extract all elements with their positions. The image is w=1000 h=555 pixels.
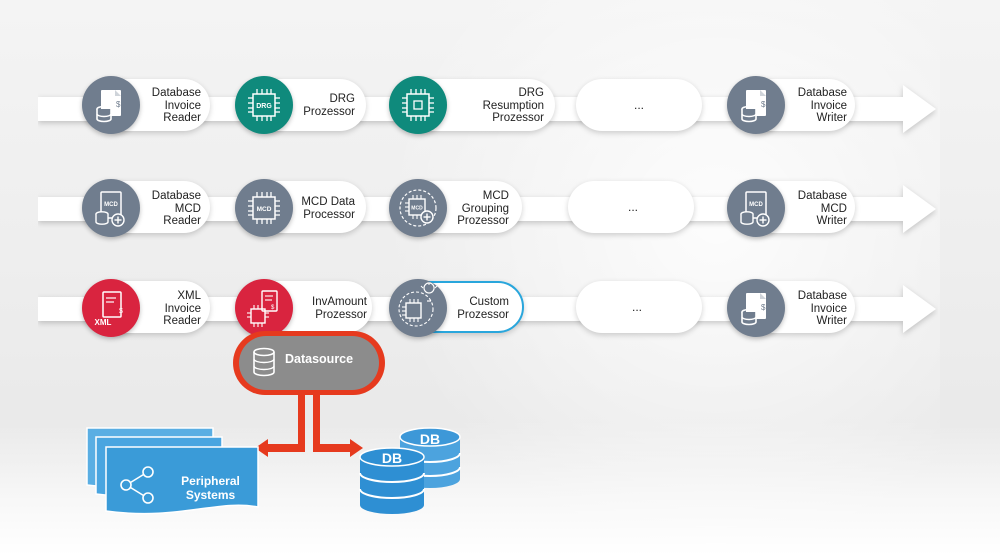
- database-invoice-icon[interactable]: $: [727, 76, 785, 134]
- step-label: DRG Resumption Prozessor: [482, 87, 544, 124]
- database-mcd-icon[interactable]: MCD: [82, 179, 140, 237]
- database-invoice-icon[interactable]: $: [727, 279, 785, 337]
- peripheral-systems-stack: [86, 427, 259, 515]
- badge-text: MCD: [749, 202, 763, 208]
- chip-icon[interactable]: [389, 76, 447, 134]
- badge-text: MCD: [257, 206, 272, 213]
- step-label: InvAmount Prozessor: [312, 296, 367, 321]
- database-front-icon: DB: [359, 447, 425, 514]
- database-icon: [253, 347, 275, 377]
- pipeline-row-3: $ XML XML Invoice Reader $ InvAmount Proz…: [0, 269, 1000, 349]
- step-label: Database Invoice Reader: [151, 87, 201, 124]
- badge-text: DRG: [256, 103, 272, 110]
- step-label: MCD Grouping Prozessor: [457, 190, 509, 227]
- database-mcd-icon[interactable]: MCD: [727, 179, 785, 237]
- step-label: MCD Data Processor: [301, 196, 355, 221]
- step-pill[interactable]: [576, 79, 702, 131]
- badge-text: MCD: [104, 202, 118, 208]
- pipeline-row-1: $ Database Invoice Reader DRG DRG Prozes…: [0, 65, 1000, 145]
- mcd-grouping-icon[interactable]: MCD: [389, 179, 447, 237]
- ellipsis-label: ...: [632, 300, 643, 314]
- svg-text:$: $: [116, 100, 121, 109]
- step-label: Database Invoice Writer: [797, 87, 847, 124]
- datasource-label: Datasource: [285, 352, 354, 366]
- drg-chip-icon[interactable]: DRG: [235, 76, 293, 134]
- step-label: Database MCD Reader: [151, 190, 201, 227]
- step-label: Database Invoice Writer: [797, 290, 847, 327]
- share-icon: [120, 466, 154, 504]
- svg-text:$: $: [271, 305, 275, 311]
- connector-arrows: [255, 394, 363, 457]
- xml-invoice-icon[interactable]: $ XML: [82, 279, 140, 337]
- svg-text:$: $: [761, 303, 766, 312]
- step-label: DRG Prozessor: [303, 93, 355, 118]
- invoice-chip-icon[interactable]: $: [235, 279, 293, 337]
- step-label: Custom Prozessor: [457, 296, 509, 321]
- step-pill[interactable]: [568, 181, 694, 233]
- svg-text:$: $: [119, 308, 123, 315]
- step-pill[interactable]: [576, 281, 702, 333]
- datasource-node[interactable]: Datasource: [233, 331, 385, 395]
- ellipsis-label: ...: [634, 98, 645, 112]
- ellipsis-label: ...: [628, 200, 639, 214]
- step-label: Database MCD Writer: [797, 190, 847, 227]
- step-label: XML Invoice Reader: [163, 290, 201, 327]
- mcd-chip-icon[interactable]: MCD: [235, 179, 293, 237]
- badge-text: MCD: [411, 206, 423, 212]
- db-label: DB: [420, 431, 440, 447]
- custom-chip-idea-icon[interactable]: [389, 279, 447, 337]
- badge-text: XML: [95, 318, 112, 327]
- peripheral-systems-label: Peripheral Systems: [181, 474, 240, 502]
- db-label: DB: [382, 450, 402, 466]
- database-stack: DB DB: [359, 427, 461, 514]
- pipeline-row-2: MCD Database MCD Reader MCD MCD Data Pro…: [0, 169, 1000, 249]
- svg-text:$: $: [761, 100, 766, 109]
- database-invoice-icon[interactable]: $: [82, 76, 140, 134]
